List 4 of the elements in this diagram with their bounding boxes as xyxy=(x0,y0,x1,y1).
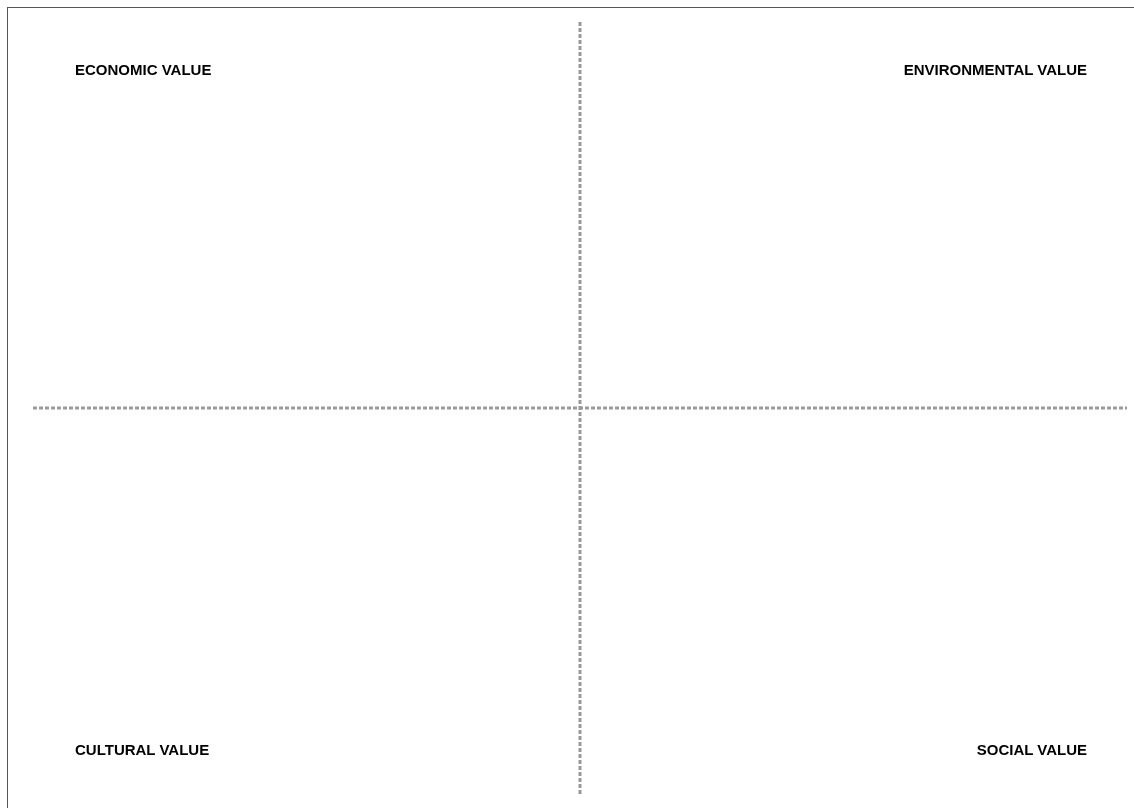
quadrant-label: ECONOMIC VALUE xyxy=(75,61,212,78)
quadrant-label: CULTURAL VALUE xyxy=(75,741,210,758)
quadrant-label: SOCIAL VALUE xyxy=(976,741,1087,758)
quadrant-label: ENVIRONMENTAL VALUE xyxy=(903,61,1087,78)
